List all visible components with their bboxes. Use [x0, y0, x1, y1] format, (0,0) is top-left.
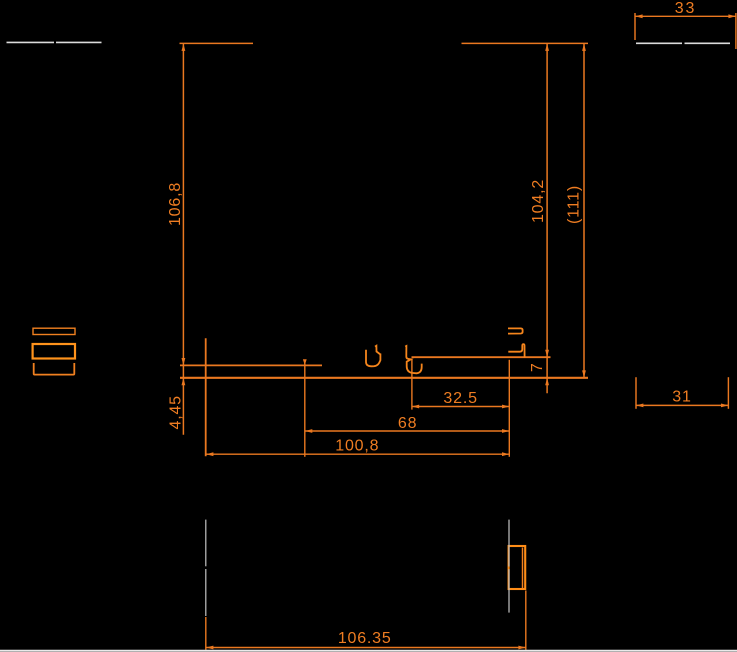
- svg-text:4,45: 4,45: [168, 395, 185, 429]
- svg-text:(111): (111): [566, 185, 583, 224]
- svg-text:106.35: 106.35: [338, 630, 392, 647]
- svg-text:7: 7: [529, 362, 546, 372]
- svg-text:68: 68: [398, 415, 417, 432]
- svg-text:31: 31: [672, 388, 691, 405]
- svg-text:32.5: 32.5: [443, 390, 477, 407]
- svg-text:106,8: 106,8: [167, 182, 184, 226]
- svg-text:100,8: 100,8: [335, 437, 379, 454]
- svg-text:104,2: 104,2: [530, 179, 547, 223]
- svg-text:33: 33: [675, 0, 696, 17]
